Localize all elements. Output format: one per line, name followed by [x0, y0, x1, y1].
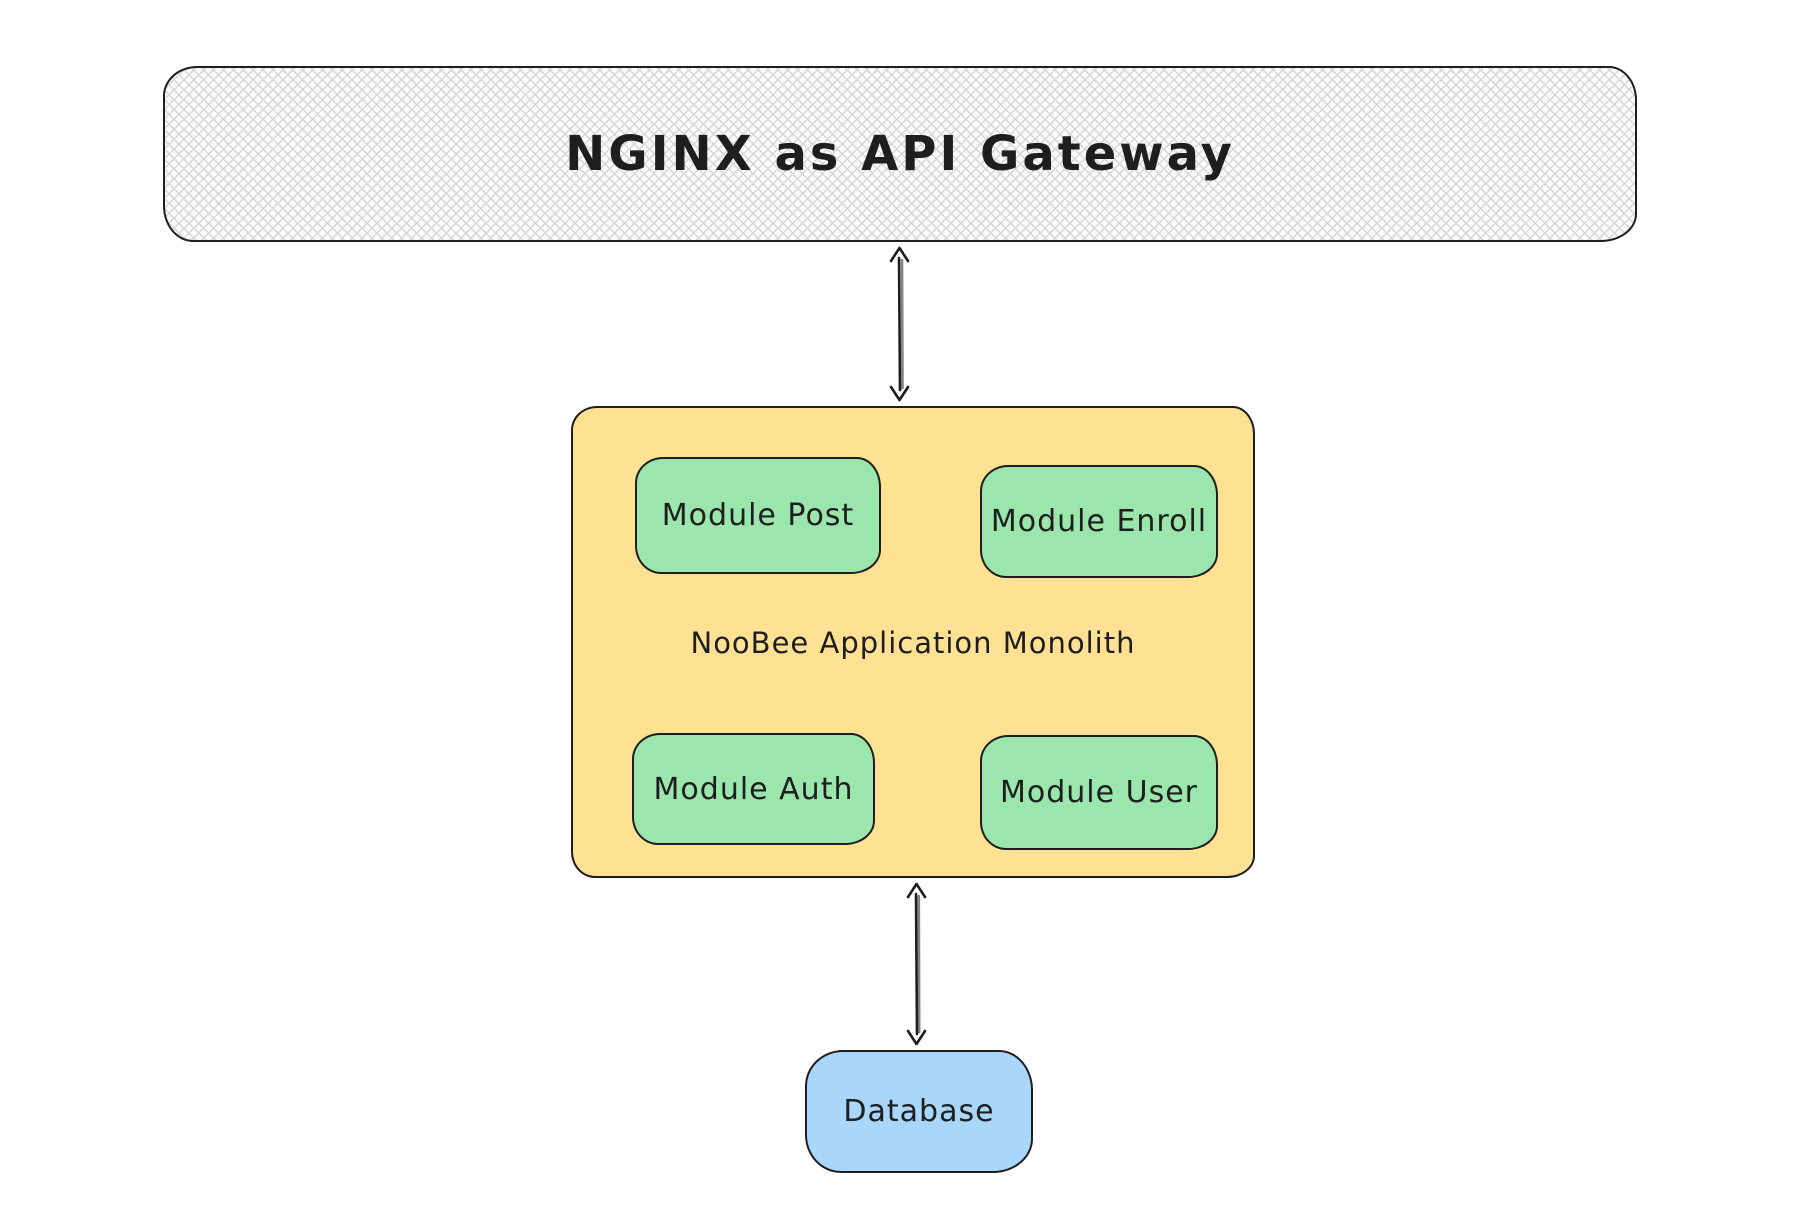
module-post-node: Module Post [635, 457, 881, 574]
connector-arrow-gateway-monolith [868, 244, 932, 408]
double-arrow-icon [889, 246, 910, 402]
monolith-node: NooBee Application Monolith Module Post … [571, 406, 1255, 878]
module-user-label: Module User [999, 775, 1198, 810]
monolith-label: NooBee Application Monolith [690, 626, 1136, 660]
module-user-node: Module User [980, 735, 1218, 850]
module-auth-node: Module Auth [632, 733, 875, 845]
gateway-node: NGINX as API Gateway [163, 66, 1637, 242]
module-post-label: Module Post [661, 498, 855, 533]
database-label: Database [843, 1094, 995, 1129]
gateway-label: NGINX as API Gateway [565, 126, 1235, 182]
module-enroll-node: Module Enroll [980, 465, 1218, 578]
module-enroll-label: Module Enroll [990, 504, 1208, 539]
connector-arrow-monolith-database [885, 880, 949, 1052]
module-auth-label: Module Auth [653, 771, 854, 807]
database-node: Database [805, 1050, 1033, 1173]
double-arrow-icon [906, 882, 927, 1046]
